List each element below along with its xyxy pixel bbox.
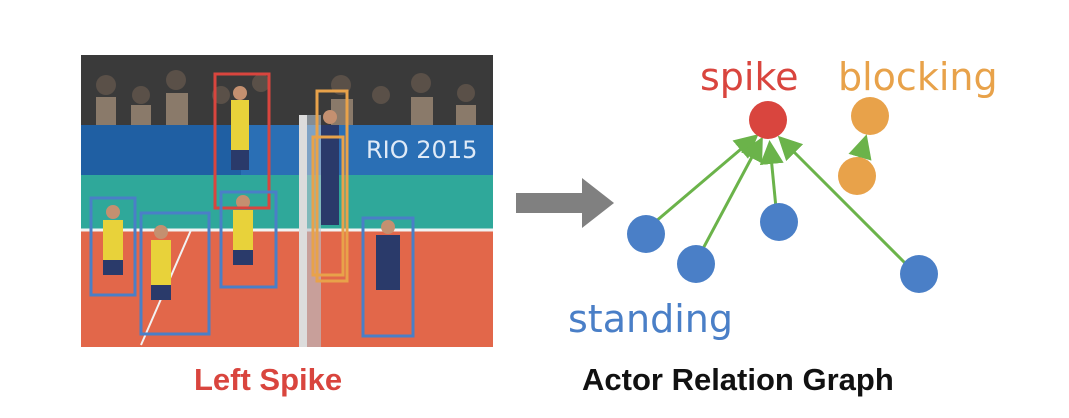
blocking-node-bottom <box>838 157 876 195</box>
edge-standing-2-spike <box>696 136 763 259</box>
right-arrow-icon <box>516 178 614 228</box>
left-caption: Left Spike <box>194 362 343 397</box>
spike-node <box>749 101 787 139</box>
edge-standing-1-spike <box>647 134 759 230</box>
spike-box <box>213 72 271 210</box>
spike-label: spike <box>700 55 799 99</box>
standing-node-2 <box>677 245 715 283</box>
standing-node-4 <box>900 255 938 293</box>
standing-node-1 <box>627 215 665 253</box>
edge-standing-4-spike <box>777 135 912 270</box>
edge-standing-3-spike <box>759 140 784 209</box>
graph-edges <box>647 134 912 270</box>
standing-node-3 <box>760 203 798 241</box>
standing-box-3 <box>219 190 278 289</box>
blocking-box-1 <box>315 89 349 283</box>
banner-text: RIO 2015 <box>366 136 477 164</box>
blocking-box-2 <box>311 135 345 277</box>
standing-box-2 <box>139 211 211 336</box>
right-caption: Actor Relation Graph <box>582 362 894 397</box>
standing-box-1 <box>89 196 137 297</box>
blocking-label: blocking <box>838 55 998 99</box>
actor-relation-graph: spike blocking standing <box>568 55 998 341</box>
volleyball-photo: RIO 2015 <box>81 55 493 347</box>
standing-label: standing <box>568 297 733 341</box>
blocking-node-top <box>851 97 889 135</box>
standing-box-4 <box>361 216 415 338</box>
